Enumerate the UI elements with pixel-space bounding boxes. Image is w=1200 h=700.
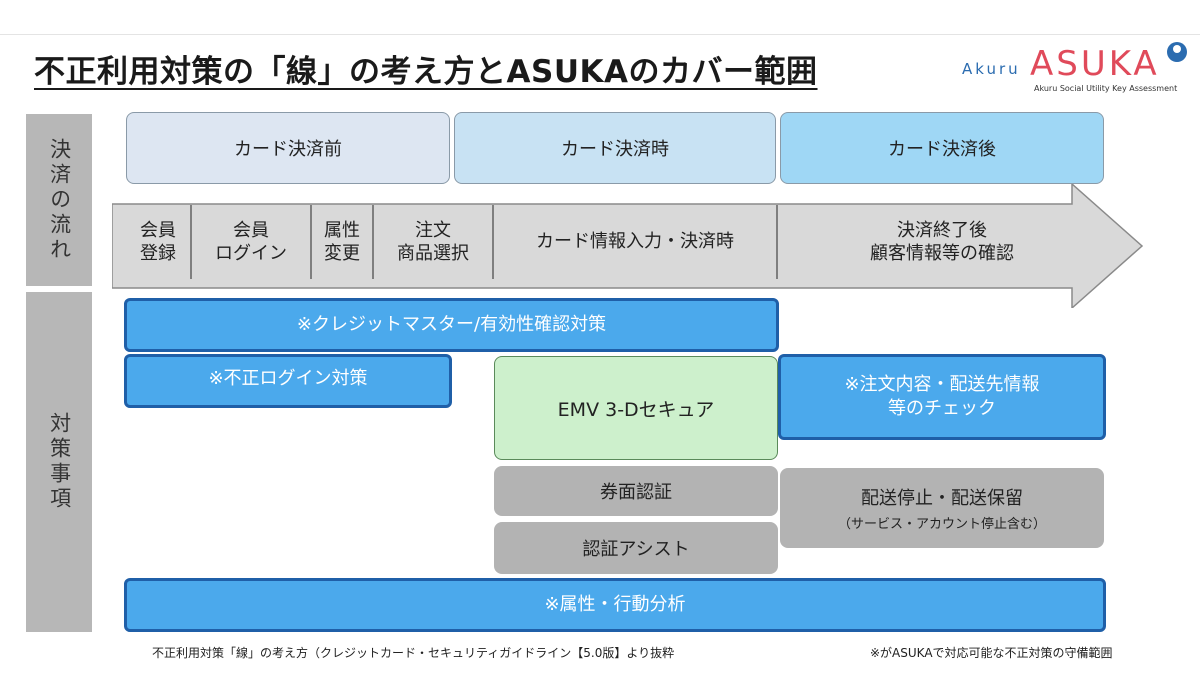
logo-person-icon	[1167, 42, 1187, 62]
shipping-stop-sublabel: （サービス・アカウント停止含む）	[837, 517, 1046, 532]
flow-step-order-selection: 注文 商品選択	[374, 205, 494, 279]
payment-flow-arrow	[112, 184, 1144, 308]
flow-step-member-registration: 会員 登録	[126, 205, 192, 279]
side-label-flow: 決済の流れ	[26, 114, 92, 286]
measure-unauthorized-login: ※不正ログイン対策	[124, 354, 452, 408]
shipping-stop-label: 配送停止・配送保留	[861, 488, 1023, 509]
akuru-asuka-logo: Akuru ASUKA Akuru Social Utility Key Ass…	[962, 40, 1190, 100]
footer-asuka-scope-note: ※がASUKAで対応可能な不正対策の守備範囲	[870, 646, 1113, 660]
ticket-auth-label: 券面認証	[600, 482, 672, 503]
side-label-measures: 対策事項	[26, 292, 92, 632]
phase-after-payment: カード決済後	[780, 112, 1104, 184]
phase-before-payment: カード決済前	[126, 112, 450, 184]
auth-assist-label: 認証アシスト	[582, 539, 690, 560]
measure-shipping-stop: 配送停止・配送保留 （サービス・アカウント停止含む）	[780, 468, 1104, 548]
measure-emv-3d-secure: EMV 3-Dセキュア	[494, 356, 778, 460]
flow-step-member-login: 会員 ログイン	[192, 205, 312, 279]
measure-credit-master: ※クレジットマスター/有効性確認対策	[124, 298, 779, 352]
side-label-measures-text: 対策事項	[47, 412, 72, 512]
side-label-flow-text: 決済の流れ	[47, 137, 72, 263]
flow-step-card-input: カード情報入力・決済時	[494, 205, 778, 279]
flow-step-post-payment-check: 決済終了後 顧客情報等の確認	[870, 219, 1014, 264]
phase-during-payment: カード決済時	[454, 112, 776, 184]
measure-ticket-authentication: 券面認証	[494, 466, 778, 516]
logo-tagline: Akuru Social Utility Key Assessment	[1034, 84, 1178, 93]
measure-order-check: ※注文内容・配送先情報 等のチェック	[778, 354, 1106, 440]
logo-akuru-text: Akuru	[962, 60, 1021, 78]
measure-behavior-analysis: ※属性・行動分析	[124, 578, 1106, 632]
measure-auth-assist: 認証アシスト	[494, 522, 778, 574]
footer-source-note: 不正利用対策「線」の考え方（クレジットカード・セキュリティガイドライン【5.0版…	[152, 646, 675, 660]
logo-asuka-text: ASUKA	[1030, 44, 1160, 84]
page-title: 不正利用対策の「線」の考え方とASUKAのカバー範囲	[34, 54, 818, 90]
top-divider	[0, 34, 1200, 35]
flow-step-attribute-change: 属性 変更	[312, 205, 374, 279]
